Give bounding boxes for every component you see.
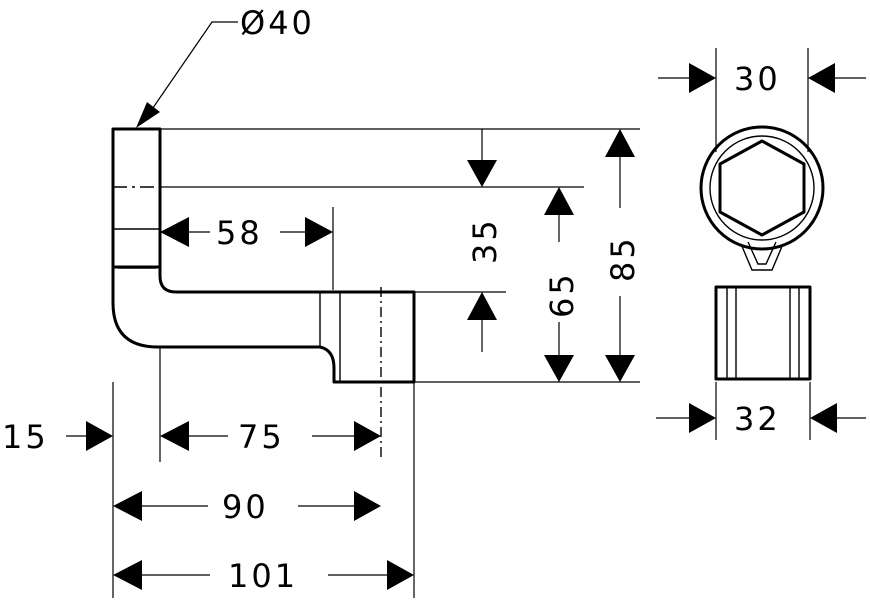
dim-35-label: 35 — [466, 217, 504, 264]
dim-65-label: 65 — [543, 271, 581, 318]
nut — [714, 285, 812, 381]
end-view — [699, 125, 825, 381]
dim-15-label: 15 — [2, 418, 49, 456]
dim-35: 35 — [466, 129, 504, 352]
dim-90-label: 90 — [222, 488, 269, 526]
dim-101: 101 — [113, 557, 414, 595]
elbow-pipe — [111, 265, 416, 384]
dim-15: 15 — [2, 418, 113, 456]
dim-65: 65 — [543, 187, 581, 382]
dim-diameter: Ø40 — [136, 4, 315, 128]
dim-58: 58 — [160, 214, 333, 252]
inner-ring — [709, 135, 815, 241]
dim-75: 75 — [160, 418, 381, 456]
dim-32: 32 — [656, 400, 866, 438]
dim-30-label: 30 — [734, 60, 781, 98]
dim-85: 85 — [604, 129, 642, 382]
dim-58-label: 58 — [216, 214, 263, 252]
dim-30: 30 — [658, 60, 866, 98]
dim-90: 90 — [113, 488, 381, 526]
dim-diameter-label: Ø40 — [240, 4, 315, 42]
extension-lines — [112, 48, 811, 598]
side-view — [111, 127, 416, 460]
hex-socket — [718, 139, 806, 237]
stem-inner — [747, 241, 777, 265]
outer-ring — [699, 125, 825, 251]
dim-75-label: 75 — [238, 418, 285, 456]
dim-32-label: 32 — [734, 400, 781, 438]
dim-101-label: 101 — [228, 557, 298, 595]
stem-outer — [740, 243, 784, 271]
inlet-tube — [111, 127, 162, 269]
dim-85-label: 85 — [604, 235, 642, 282]
